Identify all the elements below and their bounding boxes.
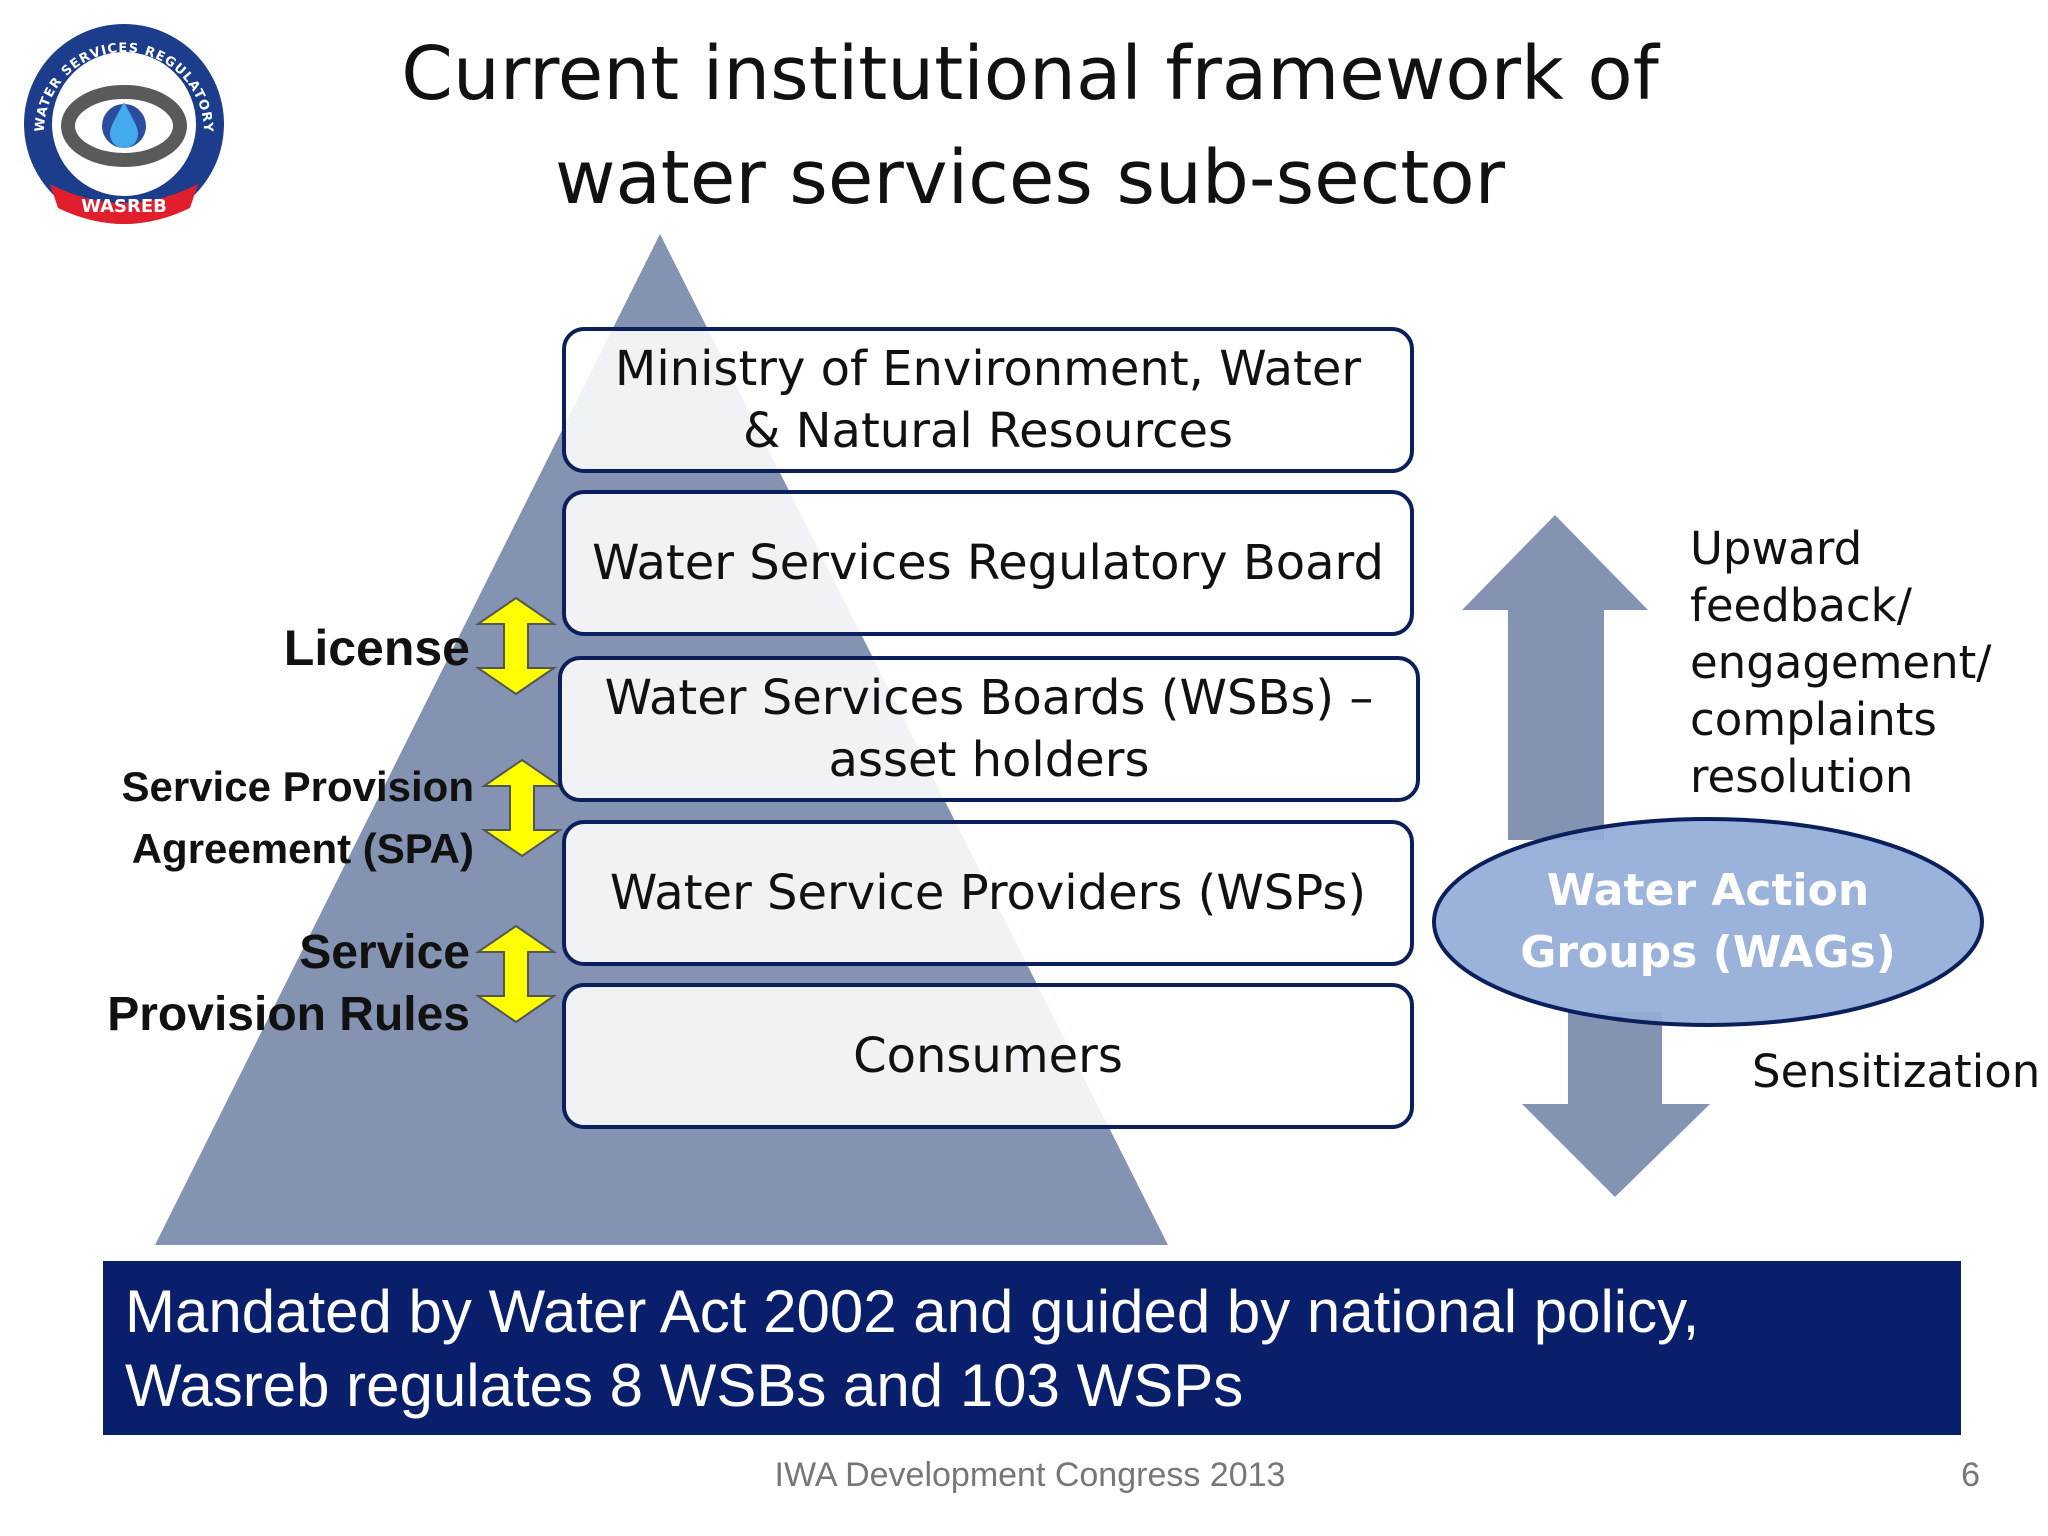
level-wasreb: Water Services Regulatory Board bbox=[562, 490, 1414, 636]
mandate-banner: Mandated by Water Act 2002 and guided by… bbox=[103, 1261, 1961, 1435]
double-arrow-spa-icon bbox=[480, 758, 564, 858]
level-wsps: Water Service Providers (WSPs) bbox=[562, 820, 1414, 966]
double-arrow-spr-icon bbox=[474, 924, 558, 1024]
upward-line: Upward bbox=[1690, 522, 1863, 575]
banner-line-2: Wasreb regulates 8 WSBs and 103 WSPs bbox=[125, 1352, 1244, 1419]
label-service-provision-rules: Service Provision Rules bbox=[60, 922, 470, 1046]
level-ministry: Ministry of Environment, Water & Natural… bbox=[562, 327, 1414, 473]
label-spr-line-2: Provision Rules bbox=[107, 988, 470, 1041]
label-spa-line-1: Service Provision bbox=[121, 763, 474, 810]
wasreb-logo-icon: WATER SERVICES REGULATORY BOARD WASREB bbox=[12, 14, 224, 224]
upward-arrow-icon bbox=[1462, 515, 1648, 840]
level-wsbs: Water Services Boards (WSBs) – asset hol… bbox=[558, 656, 1420, 802]
banner-line-1: Mandated by Water Act 2002 and guided by… bbox=[125, 1278, 1700, 1345]
upward-line: engagement/ bbox=[1690, 636, 1992, 689]
label-spa: Service Provision Agreement (SPA) bbox=[60, 756, 474, 880]
upward-line: feedback/ bbox=[1690, 579, 1912, 632]
upward-line: resolution bbox=[1690, 750, 1914, 803]
upward-line: complaints bbox=[1690, 693, 1937, 746]
label-spr-line-1: Service bbox=[299, 926, 470, 979]
title-line-1: Current institutional framework of bbox=[401, 31, 1659, 117]
wags-ellipse bbox=[1432, 817, 1984, 1027]
svg-text:WASREB: WASREB bbox=[81, 196, 167, 217]
page-number: 6 bbox=[1961, 1456, 1980, 1494]
wags-line-1: Water Action bbox=[1546, 865, 1870, 916]
sensitization-text: Sensitization bbox=[1752, 1045, 2041, 1098]
wags-line-2: Groups (WAGs) bbox=[1520, 927, 1896, 978]
title-line-2: water services sub-sector bbox=[554, 135, 1506, 221]
label-spa-line-2: Agreement (SPA) bbox=[131, 825, 474, 872]
level-consumers: Consumers bbox=[562, 983, 1414, 1129]
double-arrow-license-icon bbox=[474, 596, 558, 696]
wags-label: Water Action Groups (WAGs) bbox=[1434, 822, 1982, 1022]
page-title: Current institutional framework of water… bbox=[300, 22, 1760, 230]
label-license: License bbox=[283, 620, 470, 676]
upward-feedback-text: Upward feedback/ engagement/ complaints … bbox=[1690, 520, 2030, 805]
downward-arrow-icon bbox=[1522, 1012, 1710, 1197]
footer-text: IWA Development Congress 2013 bbox=[774, 1456, 1286, 1494]
